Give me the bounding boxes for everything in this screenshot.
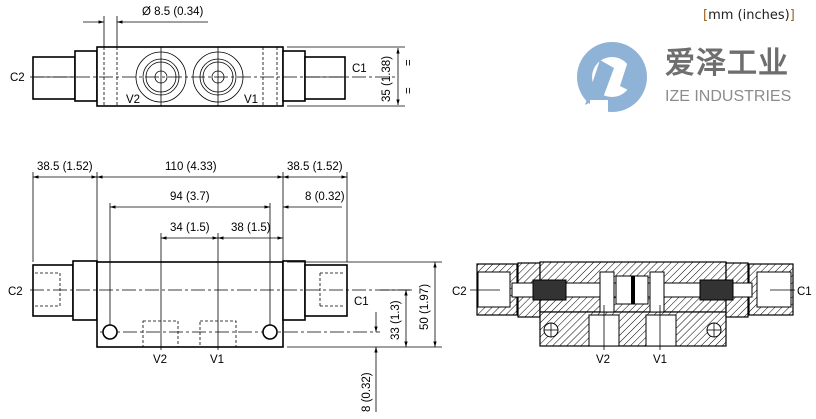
right-hex [282,50,306,102]
port-label-v1: V1 [653,354,667,366]
right-nut [304,264,348,317]
top-view: Ø 8.5 (0.34) 35 (1.38) = = C2 C1 V2 V1 [10,6,415,107]
left-fitting-dimension: 38.5 (1.52) [37,161,93,173]
port-v1-bore [645,314,677,347]
port-label-c2: C2 [8,286,23,298]
v-spacing-dimension: 34 (1.5) [170,222,210,234]
port-label-c1: C1 [797,286,812,298]
body-length-dimension: 110 (4.33) [165,161,217,173]
section-view: C2 C1 V2 V1 [452,261,812,366]
v1-edge-dimension: 38 (1.5) [231,222,271,234]
hole-offset-dimension: 8 (0.32) [305,191,345,203]
port-label-v2: V2 [126,94,140,106]
hole-height-dimension: 8 (0.32) [361,372,373,412]
right-nut [304,56,346,100]
front-view: 38.5 (1.52) 110 (4.33) 38.5 (1.52) 94 (3… [8,161,442,412]
port-label-v2: V2 [153,354,167,366]
mounting-hole-right [262,324,278,340]
hole-spacing-dimension: 94 (3.7) [170,191,210,203]
units-label: [mm (inches)] [703,8,795,23]
logo-icon [577,42,647,114]
height-dimension: 35 (1.38) [381,56,393,102]
logo-english-text: IZE INDUSTRIES [665,88,792,105]
port-label-v2: V2 [596,354,610,366]
left-hex [74,50,98,102]
spring-right [699,279,734,301]
port-v1-circle [192,47,244,106]
mounting-hole-left [102,324,118,340]
port-label-c1: C1 [352,63,367,75]
port-label-v1: V1 [244,94,258,106]
base-section [539,311,727,347]
spring-left [532,279,567,301]
port-label-v1: V1 [210,354,224,366]
c-height-dimension: 33 (1.3) [390,300,402,340]
right-hex [282,260,306,321]
port-label-c2: C2 [10,72,25,84]
port-label-c1: C1 [354,296,369,308]
equal-mark-top: = [403,59,415,66]
port-v2-bore [142,320,179,348]
total-height-dimension: 50 (1.97) [419,284,431,330]
equal-mark-bottom: = [403,87,415,94]
valve-body [96,261,284,348]
port-label-c2: C2 [452,286,467,298]
left-nut [32,56,76,100]
port-v2-circle [135,47,187,106]
right-fitting-dimension: 38.5 (1.52) [287,161,343,173]
left-hex [72,260,98,321]
diameter-dimension: Ø 8.5 (0.34) [142,6,204,18]
logo-chinese-text: 爱泽工业 [665,46,789,81]
